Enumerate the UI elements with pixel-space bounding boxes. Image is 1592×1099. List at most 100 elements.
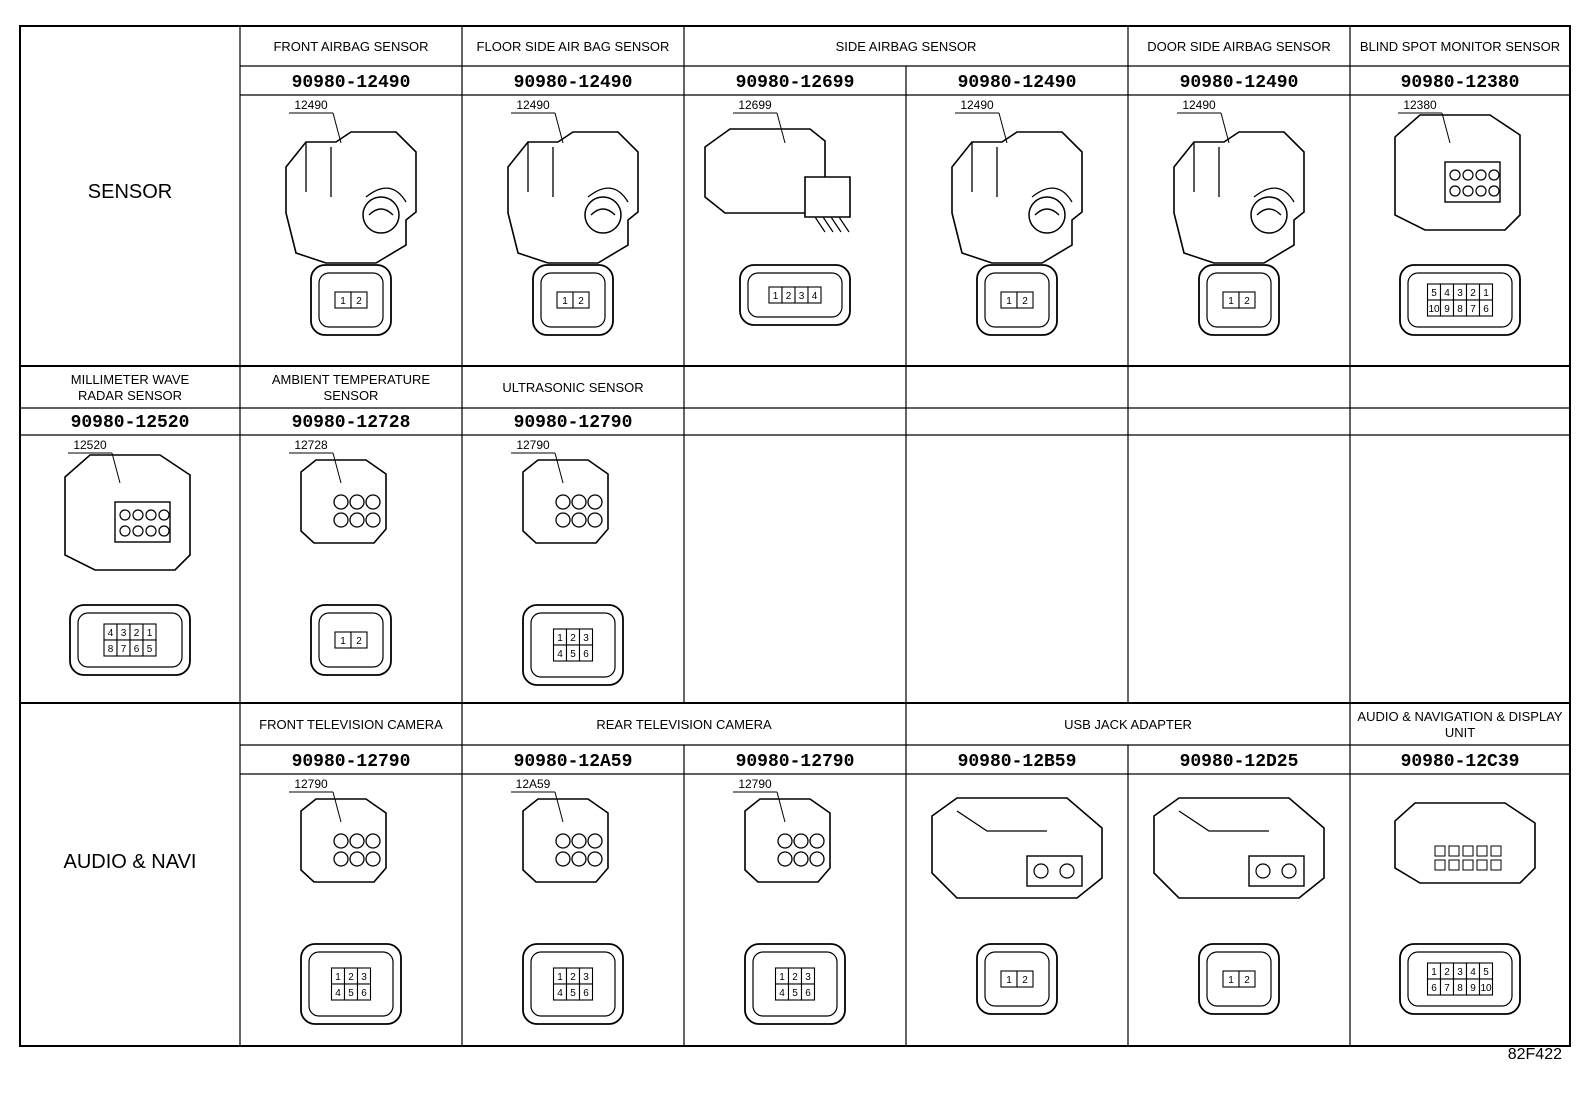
pin-number: 3 xyxy=(583,633,589,644)
multi-pin-connector-icon xyxy=(1394,114,1521,231)
category-label: SENSOR xyxy=(88,181,172,203)
pin-number: 3 xyxy=(799,291,805,302)
pin-number: 2 xyxy=(578,296,584,307)
part-number: 90980-12790 xyxy=(292,752,411,772)
pin-number: 5 xyxy=(1431,288,1437,299)
pin-number: 2 xyxy=(348,972,354,983)
six-pin-connector-icon xyxy=(522,798,609,883)
airbag-connector-icon xyxy=(951,131,1083,264)
pin-cell xyxy=(1478,978,1494,996)
pin-number: 8 xyxy=(1457,983,1463,994)
pin-number: 2 xyxy=(356,636,362,647)
callout-leader xyxy=(554,112,564,144)
pin-number: 2 xyxy=(1244,975,1250,986)
pin-cell xyxy=(1238,970,1256,988)
callout-label: 12520 xyxy=(73,438,107,452)
connector-title: REAR TELEVISION CAMERA xyxy=(596,717,772,732)
pin-number: 3 xyxy=(805,972,811,983)
pin-cell xyxy=(578,983,594,1001)
pin-number: 7 xyxy=(121,644,127,655)
pin-number: 1 xyxy=(1006,296,1012,307)
pin-number: 2 xyxy=(1444,967,1450,978)
part-number: 90980-12490 xyxy=(292,73,411,93)
six-pin-connector-icon xyxy=(744,798,831,883)
callout-leader xyxy=(1441,112,1451,144)
pin-number: 1 xyxy=(557,633,563,644)
part-number: 90980-12A59 xyxy=(514,752,633,772)
callout-label: 12490 xyxy=(294,98,328,112)
pin-number: 9 xyxy=(1444,304,1450,315)
usb-connector-icon xyxy=(931,797,1103,899)
pin-number: 5 xyxy=(570,649,576,660)
callout-leader xyxy=(111,452,121,484)
callout-leader xyxy=(554,791,564,823)
pin-number: 6 xyxy=(583,649,589,660)
part-number: 90980-12520 xyxy=(71,413,190,433)
pin-number: 1 xyxy=(557,972,563,983)
pin-number: 6 xyxy=(1483,304,1489,315)
callout-leader xyxy=(332,791,342,823)
part-number: 90980-12490 xyxy=(514,73,633,93)
pin-number: 5 xyxy=(147,644,153,655)
table-border xyxy=(19,25,1571,1047)
pin-number: 4 xyxy=(812,291,818,302)
airbag-connector-icon xyxy=(1173,131,1305,264)
pin-number: 2 xyxy=(1022,296,1028,307)
six-pin-connector-icon xyxy=(522,459,609,544)
part-number: 90980-12B59 xyxy=(958,752,1077,772)
pin-number: 9 xyxy=(1470,983,1476,994)
pin-number: 4 xyxy=(335,988,341,999)
callout-label: 12490 xyxy=(516,98,550,112)
part-number: 90980-12728 xyxy=(292,413,411,433)
part-number: 90980-12C39 xyxy=(1401,752,1520,772)
part-number: 90980-12699 xyxy=(736,73,855,93)
part-number: 90980-12790 xyxy=(736,752,855,772)
pin-number: 2 xyxy=(1470,288,1476,299)
airbag-connector-icon xyxy=(507,131,639,264)
pin-number: 1 xyxy=(340,296,346,307)
callout-label: 12380 xyxy=(1403,98,1437,112)
pin-number: 6 xyxy=(1431,983,1437,994)
pin-number: 10 xyxy=(1428,304,1440,315)
pin-number: 6 xyxy=(805,988,811,999)
usb-connector-icon xyxy=(1153,797,1325,899)
pin-cell xyxy=(572,291,590,309)
pin-number: 10 xyxy=(1480,983,1492,994)
pin-cell xyxy=(1478,299,1494,317)
pin-number: 5 xyxy=(348,988,354,999)
callout-label: 12699 xyxy=(738,98,772,112)
multi-pin-connector-icon xyxy=(64,454,191,571)
connector-title: ULTRASONIC SENSOR xyxy=(502,380,643,395)
flat-connector-icon xyxy=(704,128,851,233)
airbag-connector-icon xyxy=(285,131,417,264)
connector-title: FRONT TELEVISION CAMERA xyxy=(259,717,443,732)
six-pin-connector-icon xyxy=(300,798,387,883)
callout-label: 12A59 xyxy=(516,777,551,791)
pin-cell xyxy=(142,639,157,657)
pin-number: 2 xyxy=(1022,975,1028,986)
callout-leader xyxy=(1220,112,1230,144)
callout-label: 12790 xyxy=(738,777,772,791)
pin-number: 1 xyxy=(1483,288,1489,299)
part-number: 90980-12790 xyxy=(514,413,633,433)
pin-number: 3 xyxy=(121,628,127,639)
figure-code: 82F422 xyxy=(1507,1046,1562,1063)
two-pin-connector-icon xyxy=(300,459,387,544)
